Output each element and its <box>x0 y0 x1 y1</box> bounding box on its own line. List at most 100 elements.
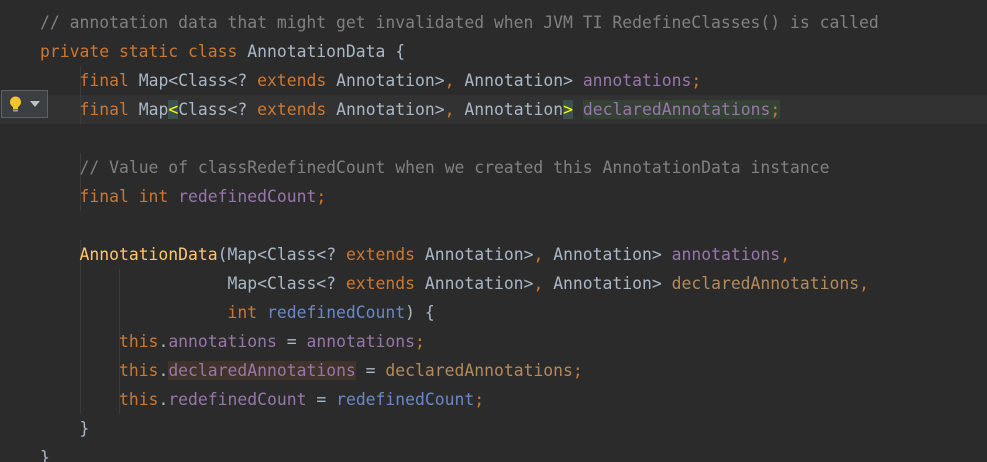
code-token: redefinedCount <box>336 390 475 409</box>
code-line[interactable]: this.annotations = annotations; <box>0 327 987 356</box>
indent-guide <box>119 356 121 385</box>
code-token: this <box>118 332 159 351</box>
code-token: // Value of classRedefinedCount when we … <box>79 158 830 177</box>
code-token: ) { <box>405 303 435 322</box>
code-token: < <box>168 100 179 119</box>
code-token: annotations <box>168 332 277 351</box>
code-token: final int <box>79 187 179 206</box>
code-token: private static class <box>40 42 248 61</box>
code-text: } <box>40 414 89 443</box>
code-line[interactable]: this.redefinedCount = redefinedCount; <box>0 385 987 414</box>
code-token: , <box>444 71 465 90</box>
indent-guide <box>79 95 81 124</box>
code-line[interactable]: final Map<Class<? extends Annotation>, A… <box>0 66 987 95</box>
code-line[interactable]: final Map<Class<? extends Annotation>, A… <box>0 95 987 124</box>
code-text: private static class AnnotationData { <box>40 37 405 66</box>
code-line[interactable]: // annotation data that might get invali… <box>0 8 987 37</box>
code-token: (Map<Class<? <box>217 245 346 264</box>
code-token: , <box>444 100 465 119</box>
indent-guide <box>119 385 121 414</box>
code-text: } <box>40 443 50 462</box>
code-line[interactable]: this.declaredAnnotations = declaredAnnot… <box>0 356 987 385</box>
indent-guide <box>79 298 81 327</box>
code-token <box>40 303 228 322</box>
code-token: Map<Class<? <box>227 274 346 293</box>
chevron-down-icon <box>30 101 40 107</box>
indent-guide <box>119 269 121 298</box>
code-token: Annotation> <box>553 274 672 293</box>
indent-guide <box>119 327 121 356</box>
code-token: this <box>118 390 159 409</box>
code-token: Annotation> <box>336 100 445 119</box>
indent-guide <box>79 269 81 298</box>
code-token: ; <box>691 71 702 90</box>
code-token: declaredAnnotations <box>385 361 573 380</box>
code-token: , <box>859 274 869 293</box>
code-token <box>40 245 79 264</box>
indent-guide <box>79 327 81 356</box>
indent-guide <box>79 182 81 211</box>
code-text: Map<Class<? extends Annotation>, Annotat… <box>40 269 869 298</box>
code-token: ; <box>474 390 485 409</box>
code-token: declaredAnnotations <box>168 361 356 380</box>
code-token: redefinedCount <box>168 390 307 409</box>
code-text: final Map<Class<? extends Annotation>, A… <box>40 95 781 124</box>
code-token: int <box>227 303 267 322</box>
indent-guide <box>79 153 81 182</box>
code-text: this.declaredAnnotations = declaredAnnot… <box>40 356 583 385</box>
indent-guide <box>79 66 81 95</box>
code-token: ; <box>415 332 425 351</box>
code-token: Map<Class<? <box>138 71 258 90</box>
code-token: redefinedCount <box>266 303 406 322</box>
code-token <box>40 158 79 177</box>
code-line[interactable] <box>0 124 987 153</box>
code-text: final int redefinedCount; <box>40 182 326 211</box>
code-line[interactable]: AnnotationData(Map<Class<? extends Annot… <box>0 240 987 269</box>
code-text: AnnotationData(Map<Class<? extends Annot… <box>40 240 790 269</box>
indent-guide <box>79 240 81 269</box>
code-token: declaredAnnotations <box>582 100 771 119</box>
code-token <box>40 187 79 206</box>
code-token <box>573 100 583 119</box>
code-line[interactable]: // Value of classRedefinedCount when we … <box>0 153 987 182</box>
code-token: final <box>79 100 139 119</box>
code-token: this <box>118 361 159 380</box>
code-line[interactable]: } <box>0 443 987 462</box>
code-token: ; <box>770 100 781 119</box>
code-token: extends <box>257 71 337 90</box>
code-token: declaredAnnotations <box>671 274 860 293</box>
code-token <box>40 71 79 90</box>
code-token: = <box>355 361 386 380</box>
code-token: ; <box>572 361 583 380</box>
code-token <box>40 274 228 293</box>
code-line[interactable]: } <box>0 414 987 443</box>
code-token: } <box>40 419 90 438</box>
code-token: Annotation> <box>424 245 534 264</box>
code-line[interactable]: final int redefinedCount; <box>0 182 987 211</box>
code-line[interactable] <box>0 211 987 240</box>
code-token: AnnotationData { <box>247 42 406 61</box>
code-token: extends <box>345 274 425 293</box>
indent-guide <box>79 385 81 414</box>
code-token: . <box>158 332 169 351</box>
code-line[interactable]: int redefinedCount) { <box>0 298 987 327</box>
code-token: , <box>533 245 554 264</box>
code-token: . <box>158 361 169 380</box>
code-token: ; <box>316 187 327 206</box>
indent-guide <box>79 356 81 385</box>
code-line[interactable]: private static class AnnotationData { <box>0 37 987 66</box>
intention-actions-button[interactable] <box>1 90 48 118</box>
code-line[interactable]: Map<Class<? extends Annotation>, Annotat… <box>0 269 987 298</box>
code-token: AnnotationData <box>79 245 218 264</box>
lightbulb-icon <box>10 96 21 112</box>
code-token: Class<? <box>178 100 258 119</box>
code-token: annotations <box>671 245 781 264</box>
code-text: final Map<Class<? extends Annotation>, A… <box>40 66 701 95</box>
code-token: Annotation> <box>336 71 445 90</box>
code-token: extends <box>345 245 425 264</box>
code-token <box>40 390 119 409</box>
code-token: > <box>563 100 573 119</box>
indent-guide <box>119 298 121 327</box>
code-token <box>40 332 119 351</box>
